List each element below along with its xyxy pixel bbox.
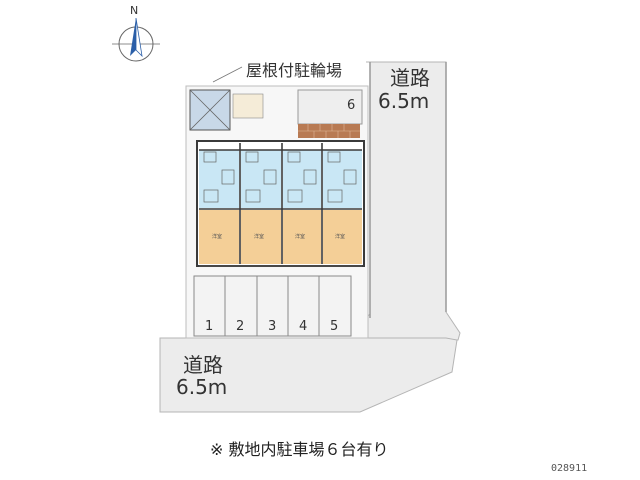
road-south-width: 6.5m bbox=[176, 375, 227, 399]
parking-spaces bbox=[193, 275, 352, 337]
bike-shelter bbox=[189, 66, 264, 131]
parking-number-5: 5 bbox=[330, 319, 338, 334]
compass-label: N bbox=[130, 4, 138, 17]
room-label-3: 洋室 bbox=[295, 233, 305, 240]
road-east-width: 6.5m bbox=[378, 89, 429, 113]
unit-4 bbox=[323, 150, 362, 264]
unit-1 bbox=[199, 150, 239, 264]
apartment-building: 洋室 洋室 洋室 洋室 bbox=[196, 140, 365, 267]
parking-area-6 bbox=[297, 89, 363, 125]
bike-shelter-label: 屋根付駐輪場 bbox=[246, 61, 342, 80]
unit-3 bbox=[283, 150, 321, 264]
road-south-label: 道路 bbox=[183, 353, 223, 377]
road-east-label: 道路 bbox=[390, 66, 430, 90]
parking-number-2: 2 bbox=[236, 319, 244, 334]
unit-2 bbox=[241, 150, 281, 264]
road-south bbox=[159, 337, 458, 413]
parking-note: ※ 敷地内駐車場６台有り bbox=[210, 440, 389, 459]
parking-number-6: 6 bbox=[347, 98, 355, 113]
room-label-4: 洋室 bbox=[335, 233, 345, 240]
room-label-1: 洋室 bbox=[212, 233, 222, 240]
roads bbox=[159, 61, 461, 413]
room-label-2: 洋室 bbox=[254, 233, 264, 240]
north-arrow-icon: N bbox=[112, 4, 160, 62]
parking-number-1: 1 bbox=[205, 319, 213, 334]
parking-number-4: 4 bbox=[299, 319, 307, 334]
property-code: 028911 bbox=[551, 463, 588, 474]
parking-number-3: 3 bbox=[268, 319, 276, 334]
